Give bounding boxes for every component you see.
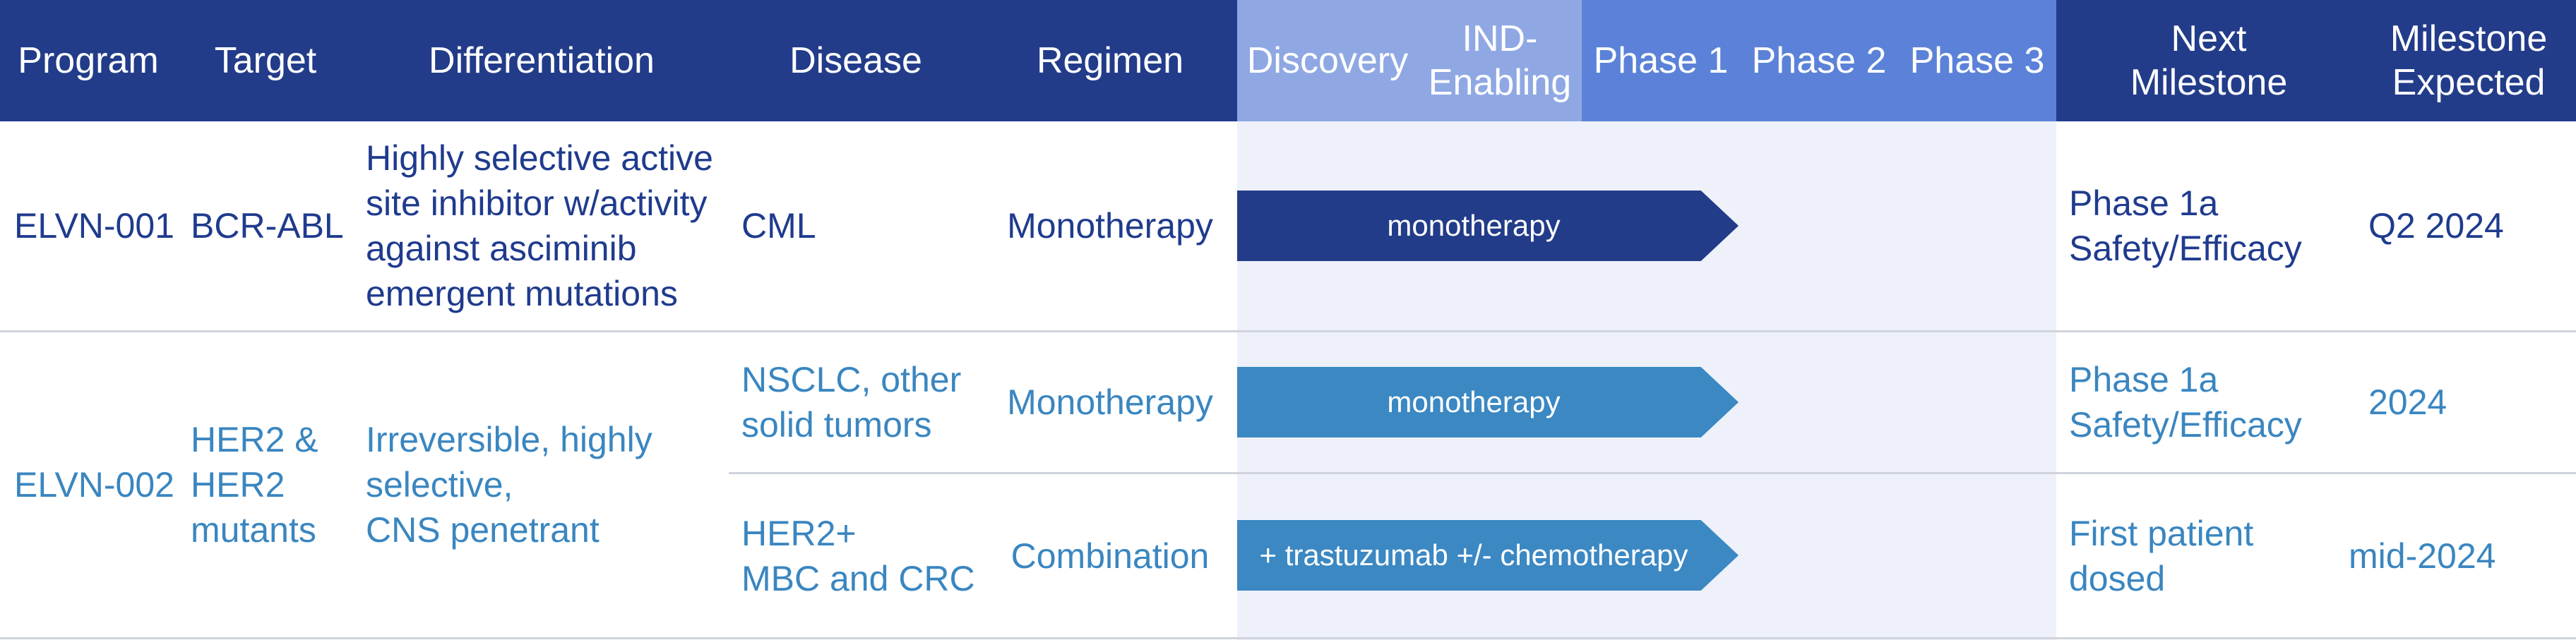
progress-arrow-label: monotherapy [1387, 385, 1561, 418]
target-name: HER2 & HER2 mutants [191, 419, 318, 550]
subrow-divider [729, 472, 2576, 474]
disease-text: NSCLC, other solid tumors [741, 359, 962, 445]
header-program: Program [18, 40, 159, 81]
progress-arrow-label: + trastuzumab +/- chemotherapy [1259, 538, 1688, 572]
milestone-expected-text: mid-2024 [2349, 536, 2496, 576]
regimen-text: Monotherapy [1007, 382, 1213, 422]
progress-arrow: monotherapy [1237, 367, 1739, 437]
header-ind-enabling: IND- Enabling [1428, 18, 1572, 103]
progress-arrow-label: monotherapy [1387, 209, 1561, 242]
header-discovery: Discovery [1246, 40, 1409, 81]
header-phase-1: Phase 1 [1593, 40, 1729, 81]
clinical-phase-header-band [1582, 0, 2056, 121]
milestone-expected-text: Q2 2024 [2368, 206, 2504, 246]
table-bottom-border [0, 637, 2576, 639]
header-next-milestone: Next Milestone [2130, 18, 2288, 103]
program-name: ELVN-002 [14, 464, 174, 505]
target-name: BCR-ABL [191, 206, 344, 246]
disease-text: CML [741, 206, 816, 246]
next-milestone-text: Phase 1a Safety/Efficacy [2069, 183, 2302, 268]
milestone-expected-text: 2024 [2368, 382, 2447, 422]
regimen-text: Combination [1010, 536, 1210, 576]
header-milestone-expected: Milestone Expected [2390, 18, 2548, 103]
differentiation-text: Highly selective active site inhibitor w… [366, 138, 713, 313]
next-milestone-text: Phase 1a Safety/Efficacy [2069, 359, 2302, 445]
differentiation-text: Irreversible, highly selective, CNS pene… [366, 419, 652, 550]
disease-text: HER2+ MBC and CRC [741, 513, 975, 598]
regimen-text: Monotherapy [1007, 206, 1213, 246]
header-phase-3: Phase 3 [1909, 40, 2045, 81]
header-target: Target [214, 40, 317, 81]
header-regimen: Regimen [1036, 40, 1184, 81]
header-disease: Disease [789, 40, 922, 81]
program-name: ELVN-001 [14, 206, 174, 246]
row-divider [0, 330, 2576, 332]
discovery-header-band [1237, 0, 1582, 121]
header-differentiation: Differentiation [429, 40, 655, 81]
next-milestone-text: First patient dosed [2069, 513, 2254, 598]
header-phase-2: Phase 2 [1751, 40, 1887, 81]
table-header: Program Target Differentiation Disease R… [0, 0, 2576, 121]
progress-arrow: monotherapy [1237, 191, 1739, 261]
progress-arrow: + trastuzumab +/- chemotherapy [1237, 520, 1739, 591]
